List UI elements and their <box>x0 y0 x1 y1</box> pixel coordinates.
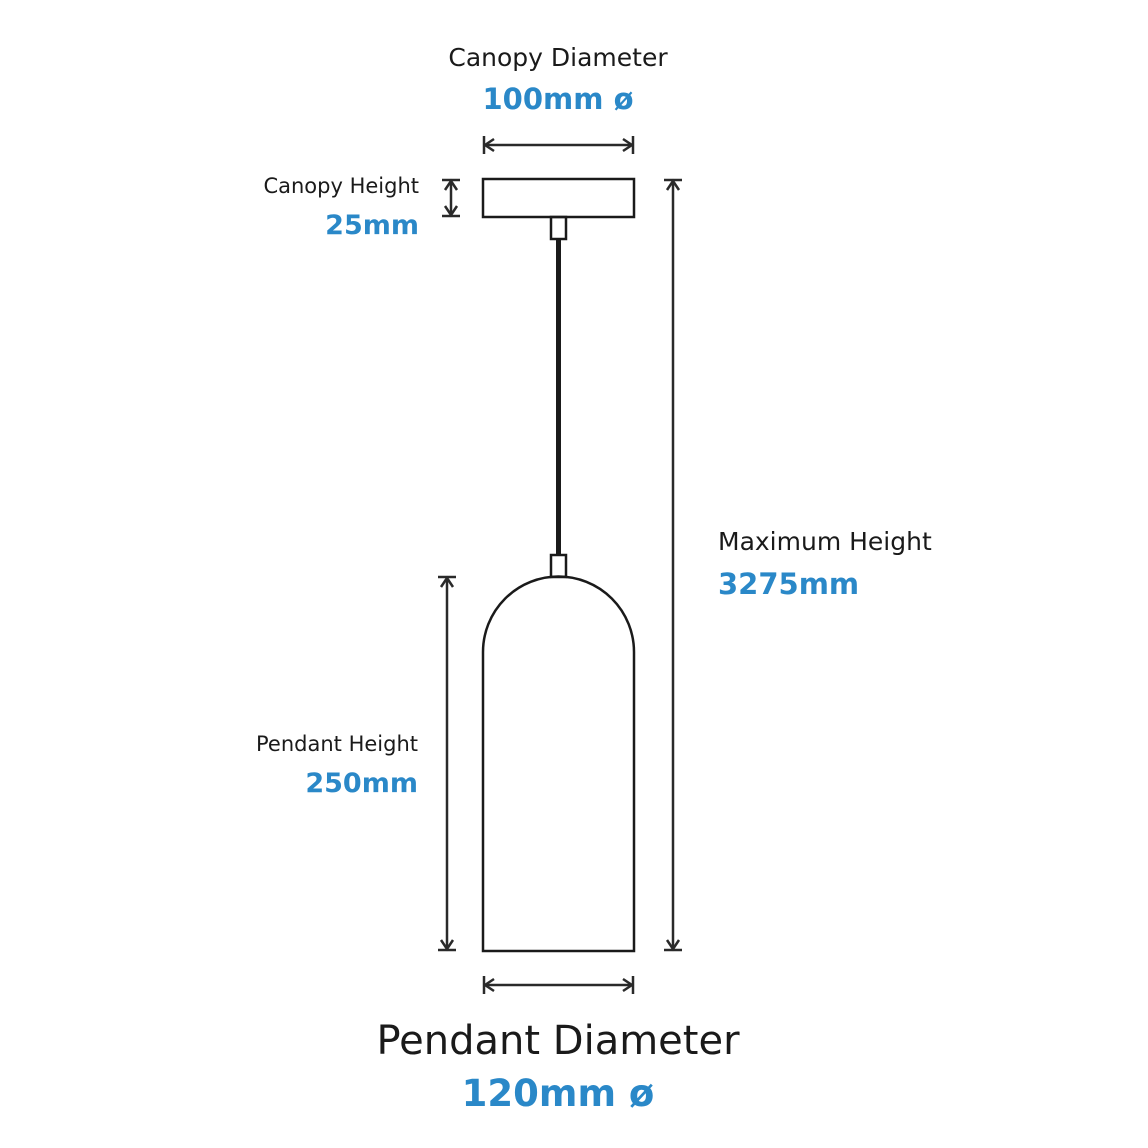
dimension-canopy-height <box>442 178 460 218</box>
canopy-connector <box>549 215 568 241</box>
maximum-height-value: 3275mm <box>718 567 859 601</box>
dimension-canopy-diameter <box>482 136 635 154</box>
pendant-lamp-drawing <box>481 177 636 953</box>
pendant-diameter-label: Pendant Diameter <box>376 1018 740 1064</box>
canopy-height-label: Canopy Height <box>263 174 419 198</box>
pendant-shade <box>481 575 636 953</box>
canopy-height-value: 25mm <box>325 210 419 241</box>
canopy <box>481 177 636 219</box>
shade-connector <box>549 553 568 579</box>
maximum-height-label: Maximum Height <box>718 527 932 556</box>
dimension-pendant-diameter <box>482 976 635 994</box>
canopy-diameter-label: Canopy Diameter <box>448 43 668 72</box>
pendant-height-label: Pendant Height <box>256 732 418 756</box>
pendant-diameter-value: 120mm ø <box>462 1072 655 1115</box>
canopy-diameter-value: 100mm ø <box>483 82 634 116</box>
dimension-maximum-height <box>664 178 682 952</box>
pendant-height-value: 250mm <box>305 768 418 799</box>
dimension-pendant-height <box>438 575 456 952</box>
